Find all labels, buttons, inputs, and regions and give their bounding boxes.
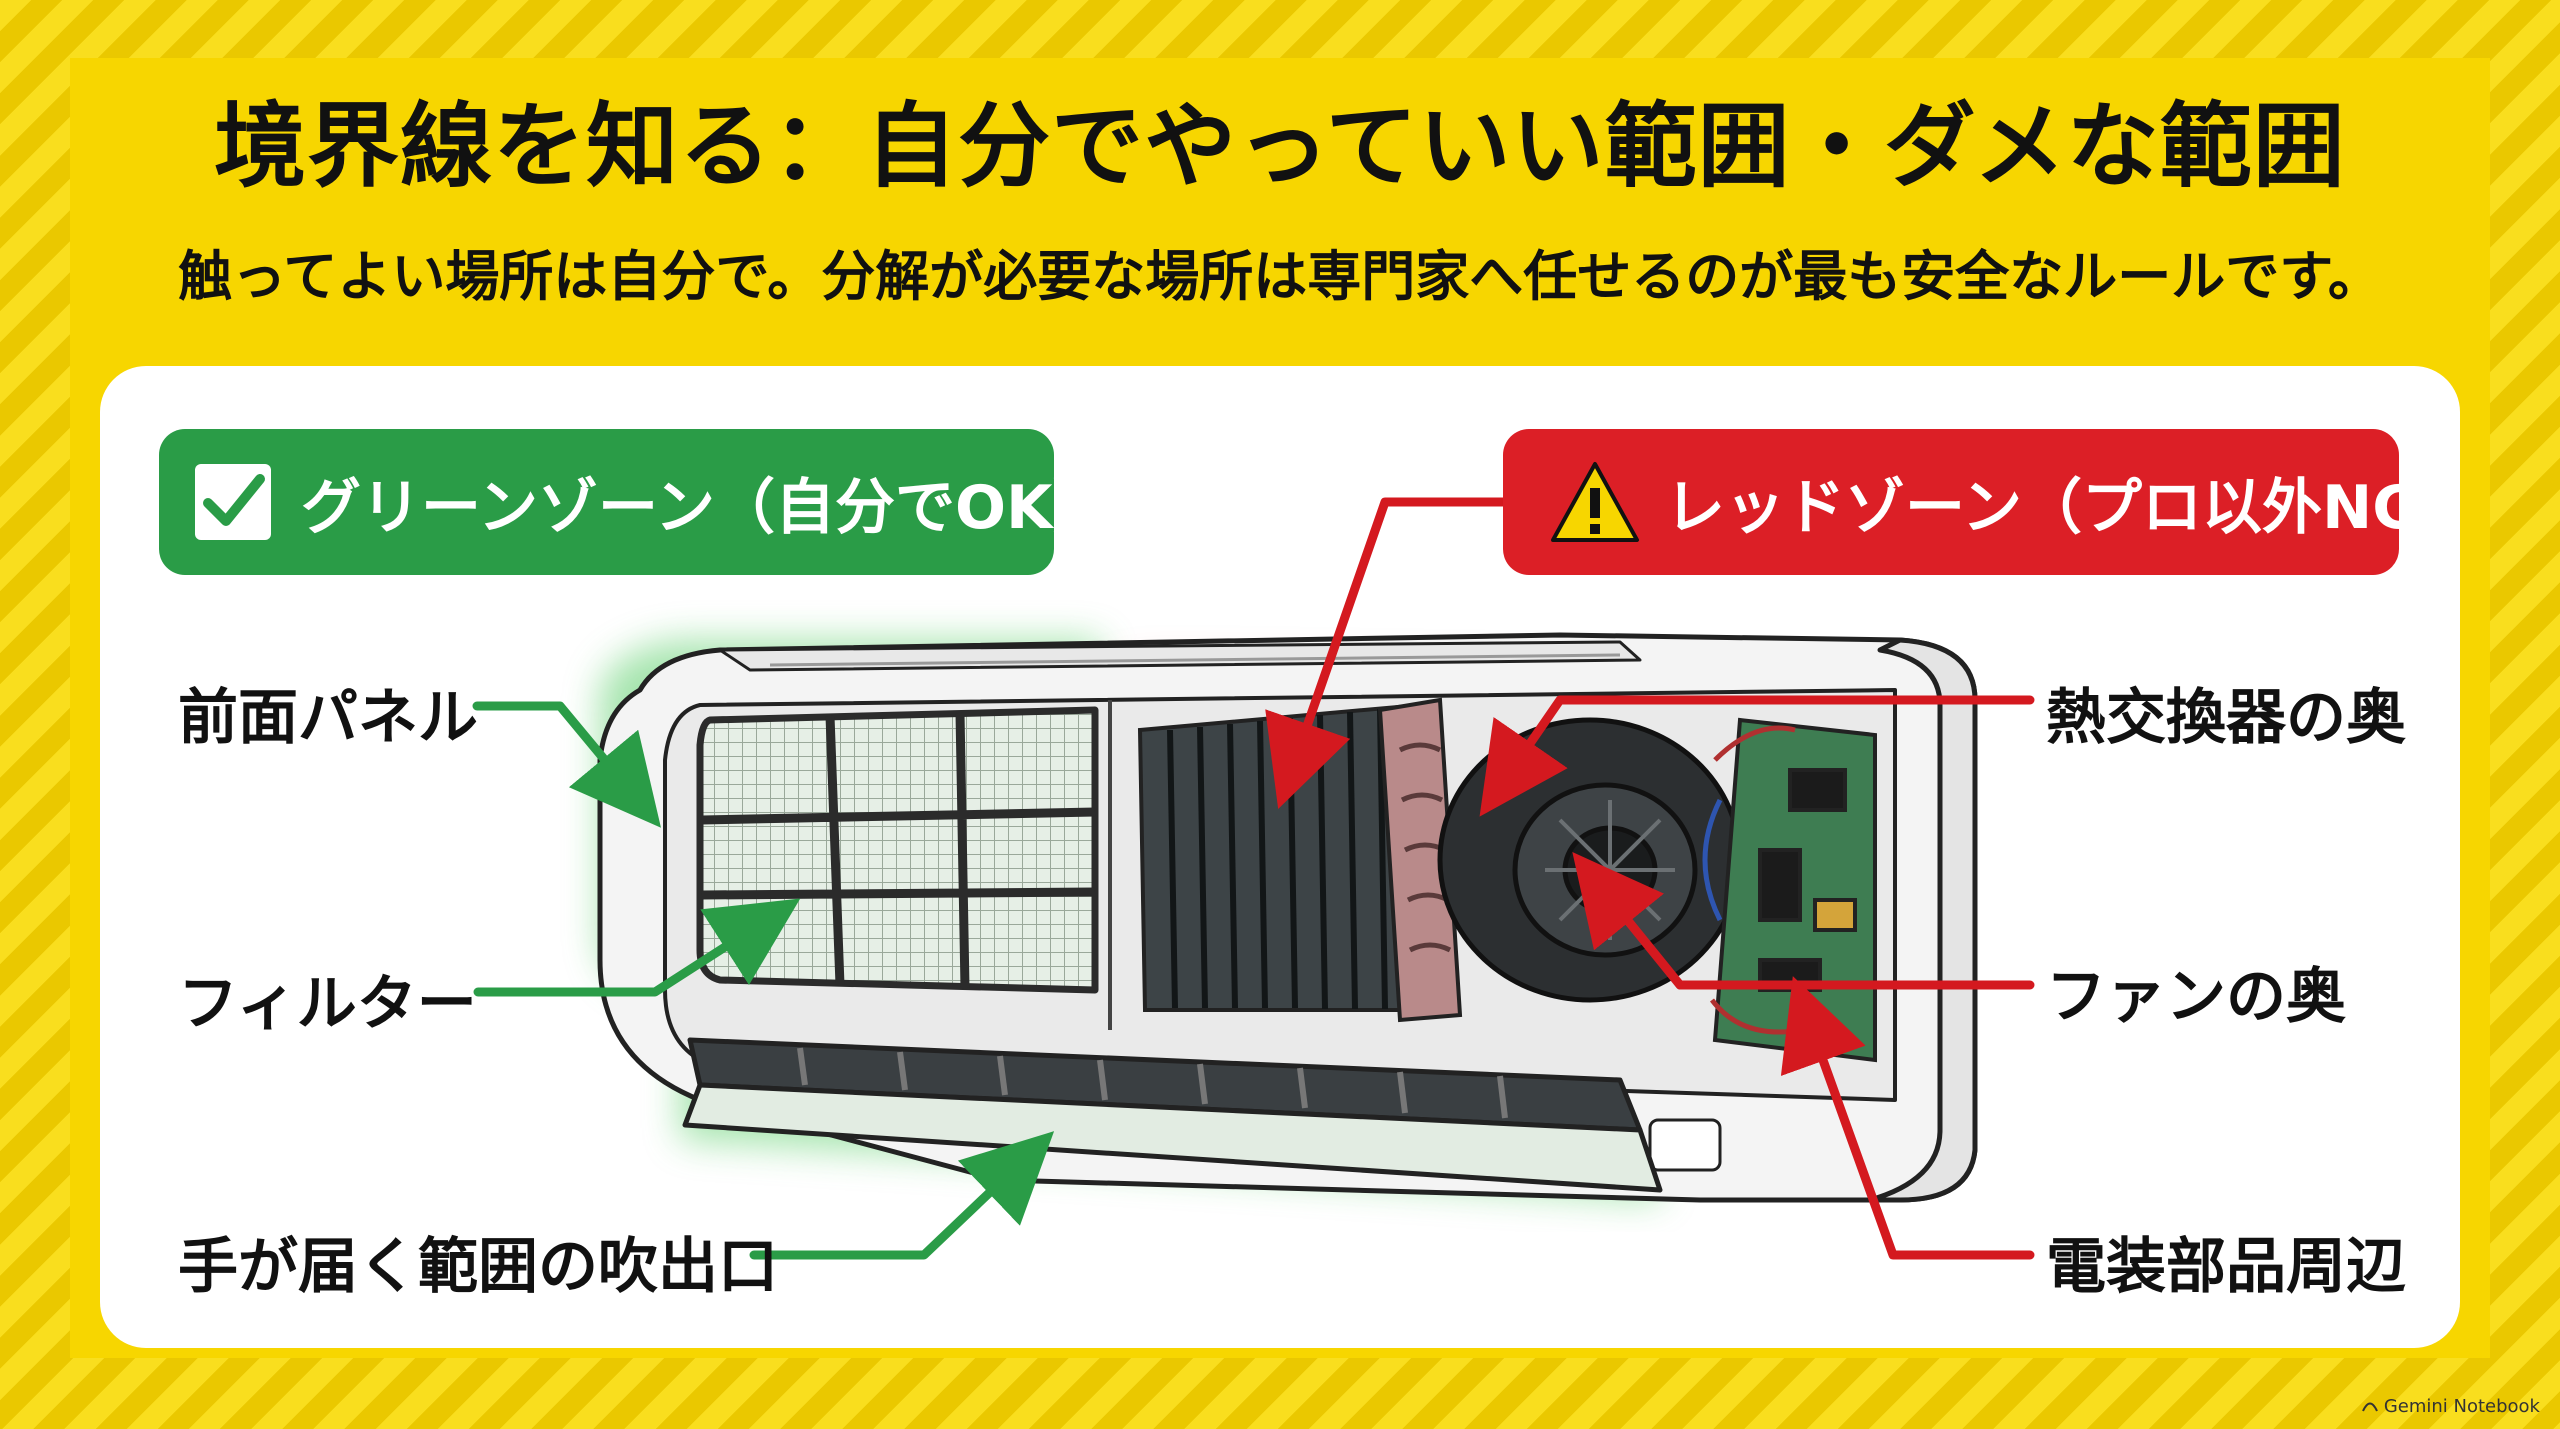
green-zone-label: グリーンゾーン（自分でOK） [301, 472, 1113, 543]
page-title: 境界線を知る：自分でやっていい範囲・ダメな範囲 [214, 93, 2346, 200]
arrow-heat-exchanger-pointer [1265, 497, 1512, 810]
page-subtitle: 触ってよい場所は自分で。分解が必要な場所は専門家へ任せるのが最も安全なルールです… [178, 245, 2382, 308]
air-outlet-louver [682, 1037, 1663, 1193]
heat-exchanger [1137, 697, 1463, 1023]
label-outlet: 手が届く範囲の吹出口 [178, 1232, 778, 1302]
red-zone-badge: レッドゾーン（プロ以外NG） [1503, 429, 2481, 575]
label-fan: ファンの奥 [2046, 962, 2346, 1032]
arrow-front-panel [472, 701, 661, 828]
label-front-panel: 前面パネル [178, 683, 478, 753]
watermark: Gemini Notebook [2361, 1396, 2540, 1417]
blower-fan [1437, 717, 1743, 1003]
green-arrows [472, 701, 1055, 1260]
arrow-heat-exchanger [1479, 695, 2035, 817]
red-arrows [1265, 497, 2035, 1260]
green-zone-badge: グリーンゾーン（自分でOK） [159, 429, 1113, 575]
watermark-text: Gemini Notebook [2383, 1396, 2540, 1417]
arrow-fan [1572, 852, 2035, 990]
label-heat-exchanger: 熱交換器の奥 [2046, 683, 2406, 753]
gemini-logo-icon [2361, 1396, 2378, 1417]
checkbox-icon [195, 464, 271, 540]
arrow-filter [473, 898, 801, 997]
warning-icon [1549, 460, 1641, 544]
label-filter: フィルター [178, 969, 477, 1039]
red-zone-label: レッドゾーン（プロ以外NG） [1665, 472, 2482, 543]
electrical-board [1702, 717, 1877, 1063]
arrow-electrical [1780, 976, 2035, 1260]
label-electrical: 電装部品周辺 [2046, 1232, 2406, 1302]
filter-mesh [696, 706, 1099, 994]
arrow-outlet [749, 1131, 1055, 1260]
